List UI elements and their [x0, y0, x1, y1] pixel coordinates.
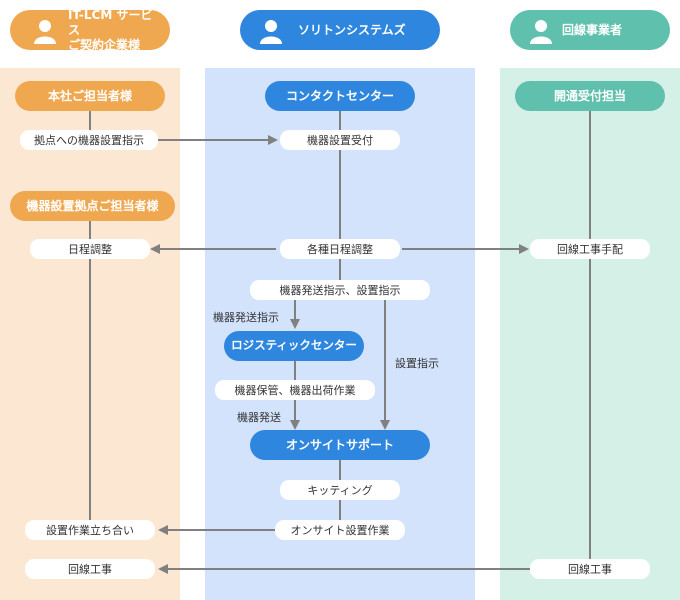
- soliton-header: ソリトンシステムズ: [240, 10, 440, 50]
- hq-contact-node: 本社ご担当者様: [15, 81, 165, 111]
- logistics-center-node: ロジスティックセンター: [224, 331, 364, 361]
- soliton-header-label: ソリトンシステムズ: [298, 22, 406, 37]
- schedule-box: 日程調整: [30, 239, 150, 259]
- storage-shipping-box: 機器保管、機器出荷作業: [215, 380, 375, 400]
- customer-header-label: IT-LCM サービス ご契約企業様: [68, 7, 153, 52]
- ship-instruction-label: 機器発送指示: [213, 311, 279, 324]
- install-instruction-label: 設置指示: [395, 357, 439, 370]
- onsite-support-node: オンサイトサポート: [250, 430, 430, 460]
- carrier-line-work-box: 回線工事: [530, 559, 650, 579]
- site-contact-node: 機器設置拠点ご担当者様: [10, 191, 175, 221]
- contact-center-node: コンタクトセンター: [265, 81, 415, 111]
- install-instruction-box: 拠点への機器設置指示: [20, 130, 158, 150]
- schedule-adjust-box: 各種日程調整: [280, 239, 400, 259]
- carrier-header-label: 回線事業者: [562, 22, 623, 37]
- shipping-label: 機器発送: [237, 411, 281, 424]
- person-icon: [34, 20, 56, 44]
- onsite-install-box: オンサイト設置作業: [275, 520, 405, 540]
- person-icon: [260, 20, 282, 44]
- reception-box: 機器設置受付: [280, 130, 400, 150]
- person-icon: [530, 20, 552, 44]
- kitting-box: キッティング: [280, 480, 400, 500]
- customer-line-work-box: 回線工事: [25, 559, 155, 579]
- arrange-line-work-box: 回線工事手配: [530, 239, 650, 259]
- install-attend-box: 設置作業立ち合い: [25, 520, 155, 540]
- carrier-header: 回線事業者: [510, 10, 670, 50]
- customer-header: IT-LCM サービス ご契約企業様: [10, 7, 170, 52]
- opening-reception-node: 開通受付担当: [515, 81, 665, 111]
- ship-install-instruction-box: 機器発送指示、設置指示: [250, 280, 430, 300]
